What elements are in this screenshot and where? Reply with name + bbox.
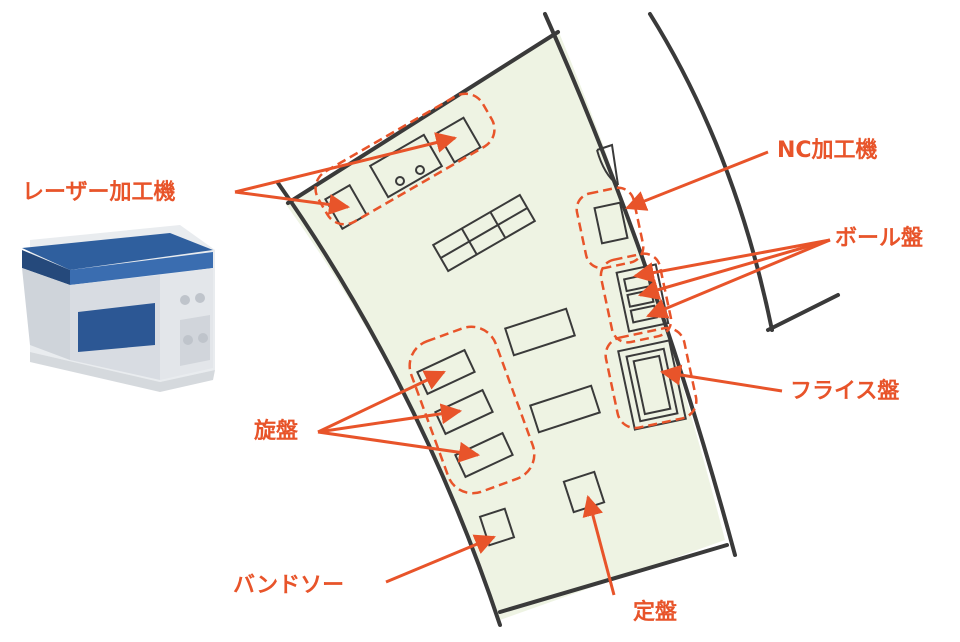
room-floor [285, 30, 725, 620]
highlight-nc [575, 186, 645, 270]
center-table-1 [503, 307, 577, 357]
highlight-laser [314, 92, 496, 226]
highlight-milling [604, 326, 698, 430]
label-drill-press: ボール盤 [835, 226, 924, 251]
label-surface-plate: 定盤 [633, 600, 678, 625]
laser-machine-photo [22, 225, 215, 392]
highlight-lathe [408, 325, 536, 495]
nc-machine [593, 201, 629, 245]
workbench-with-sink [368, 133, 444, 199]
label-milling-machine: フライス盤 [790, 379, 900, 404]
callout-arrows [234, 132, 831, 596]
room-walls [276, 12, 840, 627]
door-icon [596, 143, 619, 186]
label-lathe: 旋盤 [254, 419, 299, 444]
highlight-groups [314, 92, 698, 495]
center-table-2 [528, 384, 602, 434]
highlight-drill [599, 252, 673, 344]
label-bandsaw: バンドソー [233, 573, 345, 598]
table-grid [431, 193, 537, 273]
bandsaw [478, 507, 516, 547]
label-nc-machine: NC加工機 [777, 138, 878, 163]
label-laser-cutter: レーザー加工機 [22, 180, 176, 205]
